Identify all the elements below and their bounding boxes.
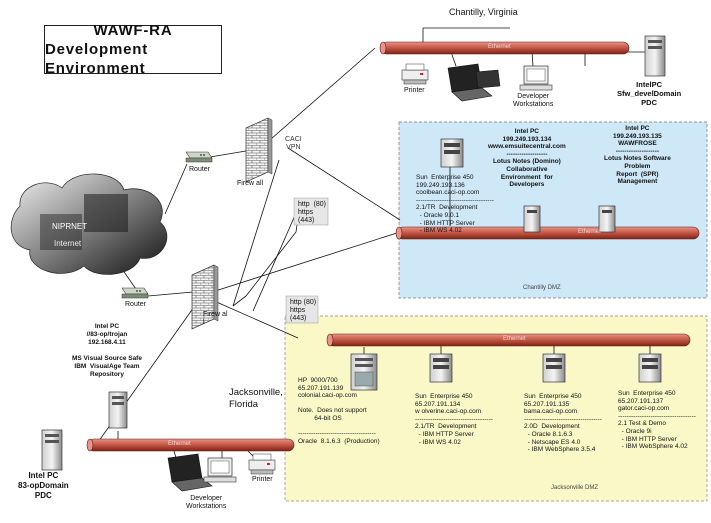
pdc-bottom-server-icon <box>41 429 63 471</box>
trojan-server-icon <box>108 391 128 429</box>
bama-label: Sun Enterprise 450 65.207.191.135 bama.c… <box>524 393 602 454</box>
ethernet-chantilly-label: Ethernet <box>578 229 601 235</box>
wawfrose-server-icon <box>598 205 616 233</box>
http-upper-label: http (80) https (443) <box>298 201 327 224</box>
router-lower-icon <box>121 287 149 299</box>
laptop-top-icon <box>447 63 501 102</box>
title-line-1: WAWF-RA <box>93 22 173 39</box>
nipranet-label: NIPRNET <box>52 222 88 231</box>
jacksonville-dmz-label: Jacksonville DMZ <box>551 485 599 491</box>
printer-bottom-icon <box>248 453 276 475</box>
dev-ws-top-label: Developer Workstations <box>513 93 554 108</box>
router-upper-icon <box>185 151 213 163</box>
emsuite-label: Intel PC 199.249.193.134 www.emsuitecent… <box>488 128 566 189</box>
pdc-top-label: IntelPC Sfw_develDomain PDC <box>617 80 682 107</box>
ethernet-top <box>379 41 630 55</box>
caci-vpn-label: CACI VPN <box>285 136 302 151</box>
ethernet-top-label: Ethernet <box>488 44 511 50</box>
internet-label: Internet <box>54 239 82 248</box>
internet-cloud <box>10 173 168 275</box>
router-lower-label: Router <box>125 301 147 308</box>
printer-top-icon <box>401 63 429 85</box>
http-box-lower <box>285 295 319 324</box>
laptop-bottom-icon <box>167 453 213 492</box>
coolbean-server-icon <box>440 138 464 168</box>
title-line-2: Development Environment <box>45 41 148 77</box>
ethernet-chantilly <box>395 226 700 240</box>
diagram-title: WAWF-RA Development Environment <box>44 22 222 77</box>
pdc-top-server-icon <box>644 35 666 77</box>
wolverine-label: Sun Enterprise 450 65.207.191.134 w olve… <box>415 393 493 446</box>
http-box-upper <box>293 197 329 226</box>
jacksonville-location: Jacksonville, Florida <box>229 387 283 410</box>
firewall-lower-label: Firew al l <box>203 311 228 326</box>
ethernet-jacksonville-label: Ethernet <box>503 336 526 342</box>
chantilly-dmz-label: Chantilly DMZ <box>523 285 561 291</box>
gator-server-icon <box>638 353 662 383</box>
emsuite-server-icon <box>523 205 541 233</box>
router-upper-label: Router <box>189 166 211 173</box>
workstation-top-icon <box>519 65 553 91</box>
dev-ws-bottom-label: Developer Workstations <box>186 495 227 510</box>
colonial-server-icon <box>350 353 378 391</box>
ethernet-bottom <box>86 438 295 452</box>
wolverine-server-icon <box>429 353 453 383</box>
colonial-label: HP 9000/700 65.207.191.139 colonial.caci… <box>298 377 380 445</box>
chantilly-location: Chantilly, Virginia <box>449 7 518 17</box>
wawfrose-label: Intel PC 199.249.193.135 WAWFROSE ------… <box>604 125 671 186</box>
firewall-lower-icon <box>191 264 219 330</box>
workstation-bottom-icon <box>203 457 237 483</box>
printer-top-label: Printer <box>404 87 425 94</box>
pdc-bottom-label: Intel PC 83-opDomain PDC <box>18 471 69 500</box>
printer-bottom-label: Printer <box>252 476 273 483</box>
firewall-upper-label: Firew all <box>237 180 264 187</box>
ethernet-jacksonville <box>326 333 691 347</box>
trojan-label: Intel PC //83-op/trojan 192.168.4.11 MS … <box>72 323 142 378</box>
gator-label: Sun Enterprise 450 65.207.191.137 gator.… <box>618 390 696 451</box>
bama-server-icon <box>542 353 566 383</box>
firewall-upper-icon <box>245 117 273 183</box>
jacksonville-dmz-zone <box>284 315 708 502</box>
coolbean-label: Sun Enterprise 450 199.249.193.136 coolb… <box>416 174 494 235</box>
ethernet-bottom-label: Ethernet <box>168 441 191 447</box>
http-lower-label: http (80) https (443) <box>290 299 317 322</box>
